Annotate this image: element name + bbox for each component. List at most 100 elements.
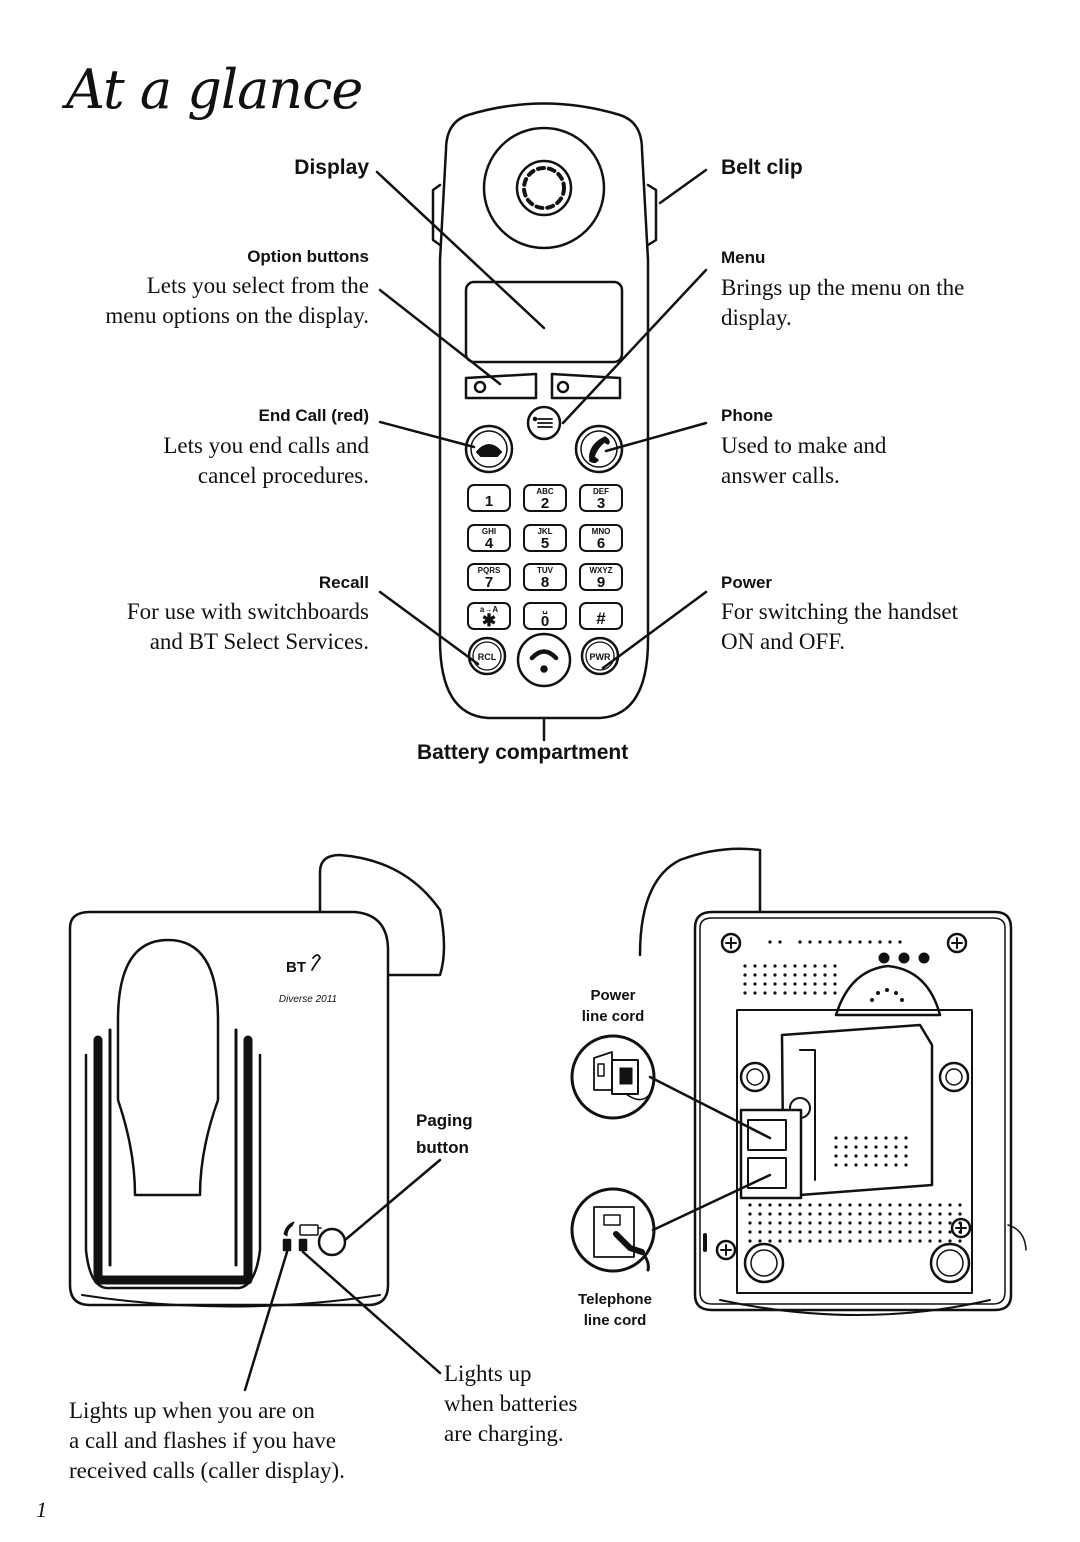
- belt-clip-right: [646, 183, 658, 247]
- phone-desc: Used to make and answer calls.: [721, 433, 887, 488]
- vent-dot: [928, 1212, 932, 1216]
- vent-dot: [748, 1221, 752, 1225]
- key-letters: ␣: [542, 605, 547, 614]
- key-digit: 1: [485, 493, 493, 510]
- belt-clip-left: [431, 183, 442, 247]
- vent-dot: [828, 1239, 832, 1243]
- key-letters: DEF: [593, 487, 609, 496]
- keypad: [467, 484, 623, 630]
- talk-button: [516, 632, 572, 688]
- vent-dot: [823, 973, 827, 977]
- vent-dot: [758, 1203, 762, 1207]
- end-call-desc: Lets you end calls and cancel procedures…: [163, 433, 369, 488]
- vent-dot: [753, 982, 757, 986]
- vent-dot: [878, 1221, 882, 1225]
- vent-dot: [858, 1203, 862, 1207]
- vent-dot: [874, 1163, 878, 1167]
- vent-dot: [938, 1212, 942, 1216]
- vent-dot: [818, 1203, 822, 1207]
- vent-dot: [768, 1221, 772, 1225]
- vent-dot: [783, 973, 787, 977]
- vent-dot: [828, 940, 832, 944]
- vent-dot: [788, 1230, 792, 1234]
- vent-dot: [864, 1163, 868, 1167]
- vent-dot: [813, 982, 817, 986]
- vent-dot: [878, 1212, 882, 1216]
- vent-dot: [748, 1212, 752, 1216]
- vent-dot: [743, 991, 747, 995]
- vent-dot: [818, 1221, 822, 1225]
- vent-dot: [808, 1230, 812, 1234]
- vent-dot: [898, 1203, 902, 1207]
- vent-dot: [838, 1212, 842, 1216]
- vent-dot: [878, 940, 882, 944]
- menu-desc: Brings up the menu on the display.: [721, 275, 965, 330]
- vent-dot: [908, 1230, 912, 1234]
- recall-desc: For use with switchboards and BT Select …: [126, 599, 369, 654]
- vent-dot: [844, 1154, 848, 1158]
- vent-dot: [823, 991, 827, 995]
- vent-dot: [928, 1221, 932, 1225]
- vent-dot: [823, 964, 827, 968]
- option-button-left: [464, 372, 538, 400]
- vent-dot: [778, 940, 782, 944]
- vent-dot: [854, 1136, 858, 1140]
- paging-button-label: Paging button: [416, 1111, 473, 1157]
- vent-dot: [848, 1239, 852, 1243]
- vent-dot: [884, 1154, 888, 1158]
- key-digit: 0: [541, 613, 549, 630]
- phone-label: Phone: [721, 406, 773, 425]
- power-socket: [747, 1119, 787, 1151]
- vent-dot: [908, 1239, 912, 1243]
- vent-dot: [793, 982, 797, 986]
- page-title: At a glance: [66, 58, 363, 121]
- vent-dot: [793, 973, 797, 977]
- vent-dot: [948, 1203, 952, 1207]
- vent-dot: [938, 1239, 942, 1243]
- vent-dot: [833, 991, 837, 995]
- vent-dot: [743, 973, 747, 977]
- vent-dot: [753, 973, 757, 977]
- key-letters: TUV: [537, 566, 554, 575]
- power-label: Power: [721, 573, 773, 592]
- vent-dot: [868, 1212, 872, 1216]
- vent-dot: [908, 1221, 912, 1225]
- vent-dot: [844, 1136, 848, 1140]
- handset-illustration: [431, 102, 658, 742]
- menu-label: Menu: [721, 248, 766, 267]
- display-label: Display: [294, 156, 369, 179]
- key-letters: GHI: [482, 527, 496, 536]
- vent-dot: [844, 1163, 848, 1167]
- vent-dot: [878, 1203, 882, 1207]
- vent-dot: [848, 1203, 852, 1207]
- key-digit: 6: [597, 535, 605, 552]
- key-digit: 5: [541, 535, 549, 552]
- vent-dot: [858, 1212, 862, 1216]
- base-front-body: [68, 910, 390, 1307]
- vent-dot: [808, 1203, 812, 1207]
- vent-dot: [763, 982, 767, 986]
- key-letters: MNO: [592, 527, 611, 536]
- option-buttons-desc: Lets you select from the menu options on…: [105, 273, 369, 328]
- vent-dot: [783, 964, 787, 968]
- key-digit: ✱: [482, 611, 496, 630]
- phone-button: [574, 424, 624, 474]
- key-letters: ABC: [536, 487, 554, 496]
- vent-dot: [874, 1145, 878, 1149]
- vent-dot: [938, 1221, 942, 1225]
- key-digit: 8: [541, 574, 549, 591]
- vent-dot: [958, 1203, 962, 1207]
- vent-dot: [758, 1230, 762, 1234]
- base-back-illustration: [570, 847, 1027, 1316]
- vent-dot: [898, 1212, 902, 1216]
- vent-dot: [904, 1136, 908, 1140]
- vent-dot: [808, 1212, 812, 1216]
- vent-dot: [918, 1203, 922, 1207]
- menu-button: [526, 405, 562, 441]
- belt-clip-label: Belt clip: [721, 156, 803, 179]
- end-call-label: End Call (red): [258, 406, 369, 425]
- vent-dot: [763, 964, 767, 968]
- brand-logo: BT: [286, 959, 306, 976]
- vent-dot: [768, 1239, 772, 1243]
